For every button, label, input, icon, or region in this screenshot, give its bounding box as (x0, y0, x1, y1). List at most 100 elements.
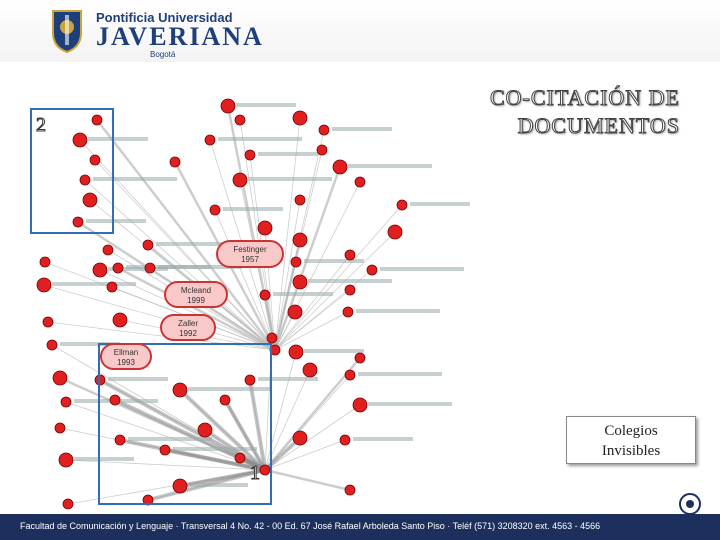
node-label-placeholder (304, 259, 364, 263)
network-node (396, 199, 408, 211)
network-node (82, 192, 98, 208)
network-node (102, 244, 114, 256)
network-node (112, 312, 128, 328)
node-label-placeholder (358, 372, 442, 376)
network-edge (274, 117, 301, 351)
network-node (114, 434, 126, 446)
network-node (36, 277, 52, 293)
network-node (344, 369, 356, 381)
network-edge (47, 321, 276, 351)
slide-title: CO-CITACIÓN DE DOCUMENTOS (460, 84, 680, 140)
network-node (290, 256, 302, 268)
university-header: Pontificia Universidad JAVERIANA Bogotá (0, 0, 720, 62)
network-edge (273, 166, 342, 351)
network-node (342, 306, 354, 318)
network-edge (274, 311, 349, 351)
node-label-placeholder (248, 177, 332, 181)
network-node (204, 134, 216, 146)
network-edge (117, 266, 276, 352)
network-edge (274, 204, 403, 351)
node-label-placeholder (332, 127, 392, 131)
network-node (219, 394, 231, 406)
network-node (42, 316, 54, 328)
network-node (287, 304, 303, 320)
node-label-placeholder (52, 282, 136, 286)
faculty-logo-text: Facultad de Comunicación y Lenguaje (672, 518, 708, 536)
network-edge (274, 231, 396, 351)
network-node (220, 98, 236, 114)
network-node (234, 452, 246, 464)
highlight-festinger-name: Festinger (233, 245, 267, 254)
node-label-placeholder (410, 202, 470, 206)
network-node (244, 149, 256, 161)
network-edge-strong (248, 379, 267, 471)
node-label-placeholder (236, 103, 296, 107)
node-label-placeholder (356, 309, 440, 313)
university-crest-icon (52, 10, 82, 53)
network-node (39, 256, 51, 268)
network-node (234, 114, 246, 126)
node-label-placeholder (218, 137, 302, 141)
network-node (109, 394, 121, 406)
network-node (344, 284, 356, 296)
network-edge (274, 254, 351, 351)
node-label-placeholder (126, 265, 210, 269)
network-edge (264, 357, 361, 471)
university-city: Bogotá (150, 50, 176, 59)
faculty-logo: Facultad de Comunicación y Lenguaje (664, 490, 716, 538)
slide-title-line2: DOCUMENTOS (517, 113, 680, 139)
network-node (144, 262, 156, 274)
network-node (292, 232, 308, 248)
cluster-box-1-label: 1 (250, 462, 261, 485)
node-label-placeholder (60, 342, 120, 346)
node-label-placeholder (128, 437, 212, 441)
network-node (344, 249, 356, 261)
network-edge (264, 468, 351, 492)
node-label-placeholder (188, 387, 272, 391)
network-node (52, 370, 68, 386)
university-name-line1: Pontificia Universidad (96, 10, 233, 25)
network-node (332, 159, 348, 175)
network-node (79, 174, 91, 186)
node-label-placeholder (86, 219, 146, 223)
cluster-box-2-label: 2 (36, 114, 47, 137)
cluster-box-2 (30, 108, 114, 234)
network-edge-strong (178, 388, 267, 472)
network-edge (264, 369, 311, 471)
network-node (72, 132, 88, 148)
network-edge (274, 199, 301, 351)
network-node (54, 422, 66, 434)
network-edge (264, 404, 361, 471)
node-label-placeholder (258, 152, 318, 156)
network-node (292, 430, 308, 446)
network-node (352, 397, 368, 413)
node-label-placeholder (173, 447, 257, 451)
colegios-invisibles-callout: Colegios Invisibles (566, 416, 696, 464)
network-node (318, 124, 330, 136)
highlight-zaller: Zaller 1992 (160, 314, 216, 341)
network-node (46, 339, 58, 351)
network-node (142, 239, 154, 251)
network-edge-strong (119, 438, 266, 472)
network-node (89, 154, 101, 166)
network-node (91, 114, 103, 126)
network-edge (89, 199, 276, 351)
network-node (60, 396, 72, 408)
highlight-zaller-year: 1992 (179, 329, 197, 338)
node-label-placeholder (353, 437, 413, 441)
network-node (209, 204, 221, 216)
network-node (172, 478, 188, 494)
network-edge (274, 181, 361, 351)
network-node (169, 156, 181, 168)
cluster-box-1 (98, 343, 272, 505)
colegios-line2: Invisibles (601, 443, 661, 459)
network-node (366, 264, 378, 276)
network-node (257, 220, 273, 236)
node-label-placeholder (308, 279, 392, 283)
network-edge (274, 269, 373, 351)
footer-bar: Facultad de Comunicación y Lenguaje · Tr… (0, 514, 720, 540)
network-node (159, 444, 171, 456)
network-node (316, 144, 328, 156)
network-node (106, 281, 118, 293)
